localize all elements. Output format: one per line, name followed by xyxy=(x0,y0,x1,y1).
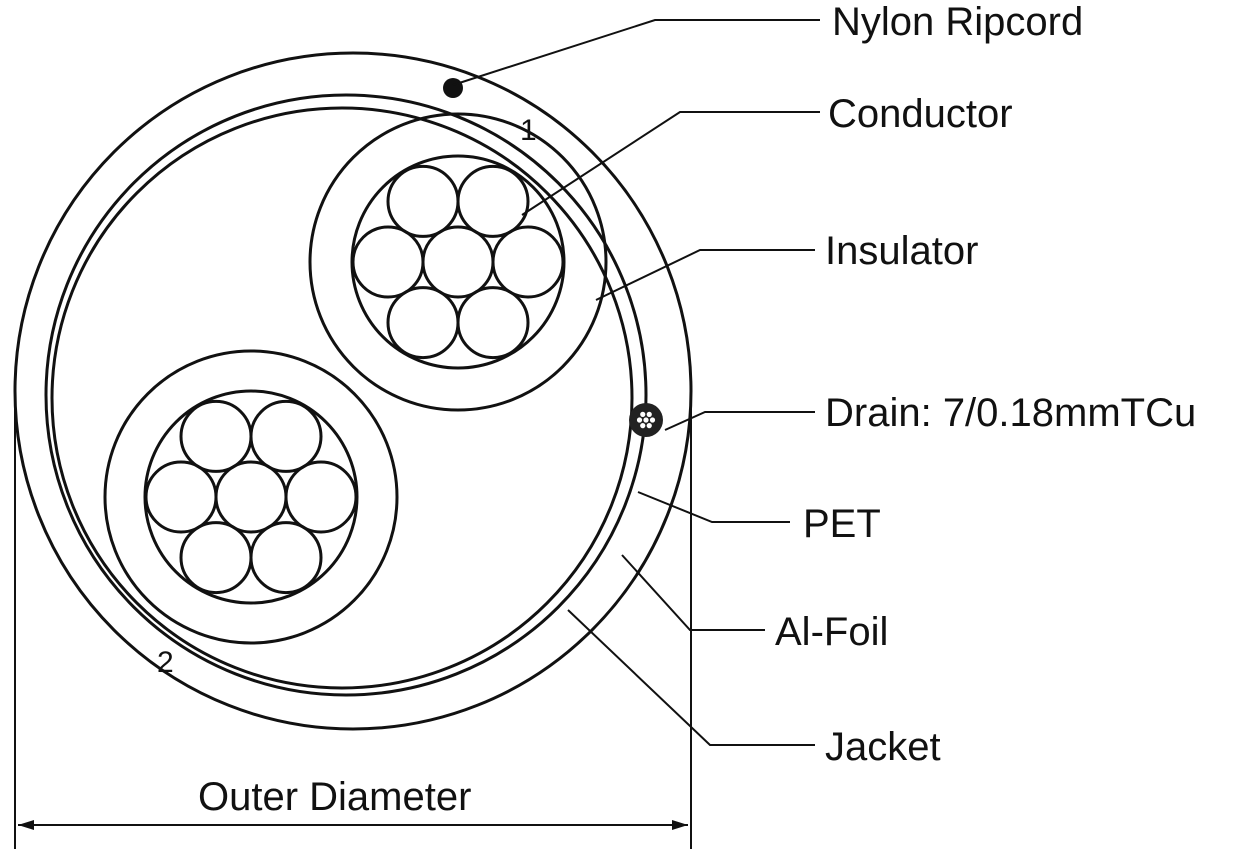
label-pet: PET xyxy=(803,502,881,546)
label-jacket: Jacket xyxy=(825,725,941,769)
conductor-2-strand xyxy=(214,460,288,534)
pet-ring xyxy=(50,106,634,690)
conductor-1-strand xyxy=(491,225,565,299)
insulator-1 xyxy=(308,112,608,412)
conductor-1-strand xyxy=(456,164,530,238)
drain-strand xyxy=(646,423,652,429)
drain-wire xyxy=(629,403,663,437)
drain-strand xyxy=(636,417,643,423)
core-number-2: 2 xyxy=(157,646,174,679)
label-al-foil: Al-Foil xyxy=(775,610,888,654)
al-foil-ring xyxy=(44,93,648,697)
leader-nylon-ripcord xyxy=(452,19,820,86)
conductor-1-strand xyxy=(456,286,530,360)
conductor-1 xyxy=(308,112,608,412)
leader-drain xyxy=(664,411,815,431)
conductor-2-strand xyxy=(144,460,218,534)
label-outer-diameter: Outer Diameter xyxy=(198,775,471,819)
drain-strand xyxy=(646,411,652,417)
nylon-ripcord-dot xyxy=(443,78,463,98)
conductor-2-strand xyxy=(179,521,253,595)
conductor-1-strand xyxy=(421,225,495,299)
dimension-arrow-left xyxy=(18,820,34,830)
conductor-2-strand xyxy=(249,521,323,595)
drain-strand xyxy=(640,423,646,429)
conductor-2-strand xyxy=(284,460,358,534)
label-conductor: Conductor xyxy=(828,92,1013,136)
conductor-1-bundle xyxy=(350,154,566,370)
conductor-1-strand xyxy=(351,225,425,299)
label-nylon-ripcord: Nylon Ripcord xyxy=(832,0,1083,44)
conductor-2-bundle xyxy=(143,389,359,605)
conductor-2 xyxy=(103,349,399,645)
dimension-arrow-right xyxy=(672,820,688,830)
label-insulator: Insulator xyxy=(825,229,978,273)
conductor-2-strand xyxy=(249,399,323,473)
leader-insulator xyxy=(595,249,815,301)
drain-strand xyxy=(640,411,646,417)
drain-strand xyxy=(649,417,656,423)
label-drain: Drain: 7/0.18mmTCu xyxy=(825,391,1196,435)
conductor-1-strand xyxy=(386,286,460,360)
conductor-1-strand xyxy=(386,164,460,238)
core-number-1: 1 xyxy=(520,114,537,147)
conductor-2-strand xyxy=(179,399,253,473)
leader-jacket xyxy=(567,609,815,746)
leader-pet xyxy=(637,491,790,523)
drain-strand xyxy=(643,417,649,423)
insulator-2 xyxy=(103,349,399,645)
leader-conductor xyxy=(521,111,820,216)
